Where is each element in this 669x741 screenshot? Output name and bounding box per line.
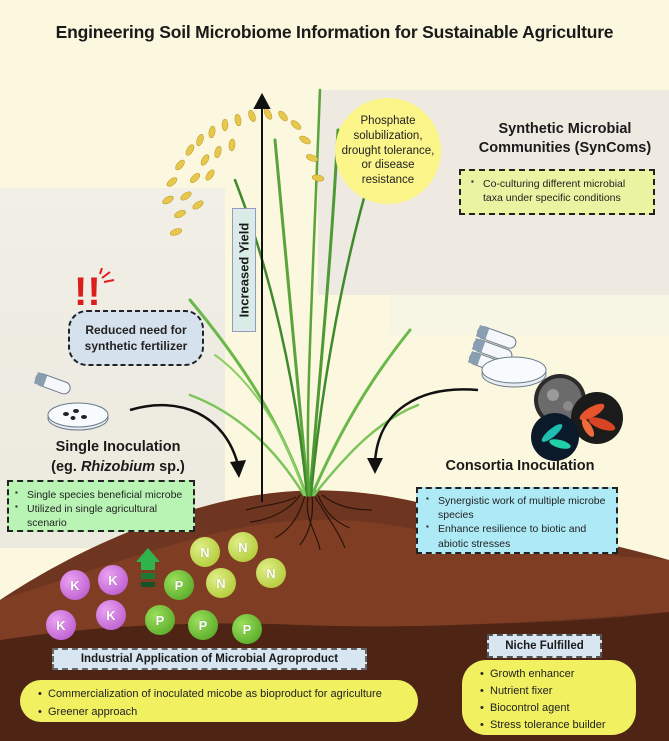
phosphorus-ball: P bbox=[232, 614, 262, 644]
curved-arrow-head-left bbox=[230, 460, 246, 478]
nitrogen-ball: N bbox=[190, 537, 220, 567]
single-bullet-1: Single species beneficial microbe bbox=[15, 488, 187, 502]
single-bullet-2: Utilized in single agricultural scenario bbox=[15, 502, 187, 530]
microbe-image-icon bbox=[531, 413, 579, 461]
industrial-application-pill: Commercialization of inoculated micobe a… bbox=[20, 680, 418, 722]
petri-dish-icon bbox=[481, 356, 547, 388]
consortia-inoculation-box: Synergistic work of multiple microbe spe… bbox=[416, 487, 618, 554]
niche-bullet-3: Biocontrol agent bbox=[480, 700, 636, 717]
reduced-fertilizer-text: Reduced need for synthetic fertilizer bbox=[84, 322, 188, 353]
syncoms-title: Synthetic Microbial Communities (SynComs… bbox=[470, 120, 660, 158]
increased-yield-label: Increased Yield bbox=[232, 208, 256, 332]
syncoms-panel-bg-lower bbox=[390, 295, 669, 335]
single-title-genus: Rhizobium bbox=[80, 458, 156, 475]
niche-bullet-2: Nutrient fixer bbox=[480, 683, 636, 700]
traits-circle: Phosphate solubilization, drought tolera… bbox=[335, 98, 441, 204]
single-inoculation-box: Single species beneficial microbe Utiliz… bbox=[7, 480, 195, 532]
curved-arrow-head-right bbox=[367, 458, 383, 474]
reduced-fertilizer-callout: Reduced need for synthetic fertilizer bbox=[68, 310, 204, 366]
plant-roots bbox=[245, 494, 373, 551]
single-inoculation-title: Single Inoculation (eg. Rhizobium sp.) bbox=[8, 438, 228, 477]
consortia-bullet-1: Synergistic work of multiple microbe spe… bbox=[426, 494, 610, 522]
niche-bullet-4: Stress tolerance builder bbox=[480, 717, 636, 734]
syncoms-title-line1: Synthetic Microbial bbox=[498, 121, 632, 137]
increased-yield-text: Increased Yield bbox=[236, 222, 252, 318]
traits-circle-text: Phosphate solubilization, drought tolera… bbox=[341, 114, 435, 187]
reduced-callout-border bbox=[68, 310, 204, 366]
yield-arrow bbox=[253, 92, 271, 502]
diagram-title: Engineering Soil Microbiome Information … bbox=[55, 22, 614, 42]
up-arrow-icon bbox=[136, 548, 160, 587]
single-title-line1: Single Inoculation bbox=[55, 439, 181, 455]
niche-fulfilled-label: Niche Fulfilled bbox=[487, 634, 602, 658]
potassium-ball: K bbox=[96, 600, 126, 630]
exclamation-icon: !! bbox=[74, 270, 101, 314]
industrial-bullet-2: Greener approach bbox=[38, 704, 418, 722]
syncoms-title-line2: Communities (SynComs) bbox=[478, 139, 652, 156]
nitrogen-ball: N bbox=[206, 568, 236, 598]
test-tube-icon bbox=[33, 372, 71, 395]
single-title-prefix: (eg. bbox=[51, 458, 81, 475]
single-title-suffix: sp.) bbox=[155, 458, 185, 475]
curved-arrow-icon bbox=[373, 388, 479, 463]
potassium-ball: K bbox=[46, 610, 76, 640]
syncoms-bullet: Co-culturing different microbial taxa un… bbox=[471, 177, 645, 205]
nitrogen-ball: N bbox=[256, 558, 286, 588]
phosphorus-ball: P bbox=[145, 605, 175, 635]
single-title-line2: (eg. Rhizobium sp.) bbox=[8, 458, 228, 478]
exclamation-sparks bbox=[99, 268, 115, 283]
rice-grains bbox=[162, 108, 325, 236]
microbe-image-icon bbox=[571, 392, 623, 444]
curved-arrow-icon bbox=[129, 403, 240, 466]
consortia-bullet-2: Enhance resilience to biotic and abiotic… bbox=[426, 522, 610, 550]
potassium-ball: K bbox=[98, 565, 128, 595]
potassium-ball: K bbox=[60, 570, 90, 600]
petri-dish-icon bbox=[47, 402, 109, 431]
industrial-application-label: Industrial Application of Microbial Agro… bbox=[52, 648, 367, 670]
consortia-inoculation-title: Consortia Inoculation bbox=[445, 458, 595, 474]
industrial-bullet-1: Commercialization of inoculated micobe a… bbox=[38, 686, 418, 704]
phosphorus-ball: P bbox=[188, 610, 218, 640]
syncoms-description-box: Co-culturing different microbial taxa un… bbox=[459, 169, 655, 215]
niche-fulfilled-pill: Growth enhancer Nutrient fixer Biocontro… bbox=[462, 660, 636, 735]
niche-bullet-1: Growth enhancer bbox=[480, 666, 636, 683]
phosphorus-ball: P bbox=[164, 570, 194, 600]
nitrogen-ball: N bbox=[228, 532, 258, 562]
